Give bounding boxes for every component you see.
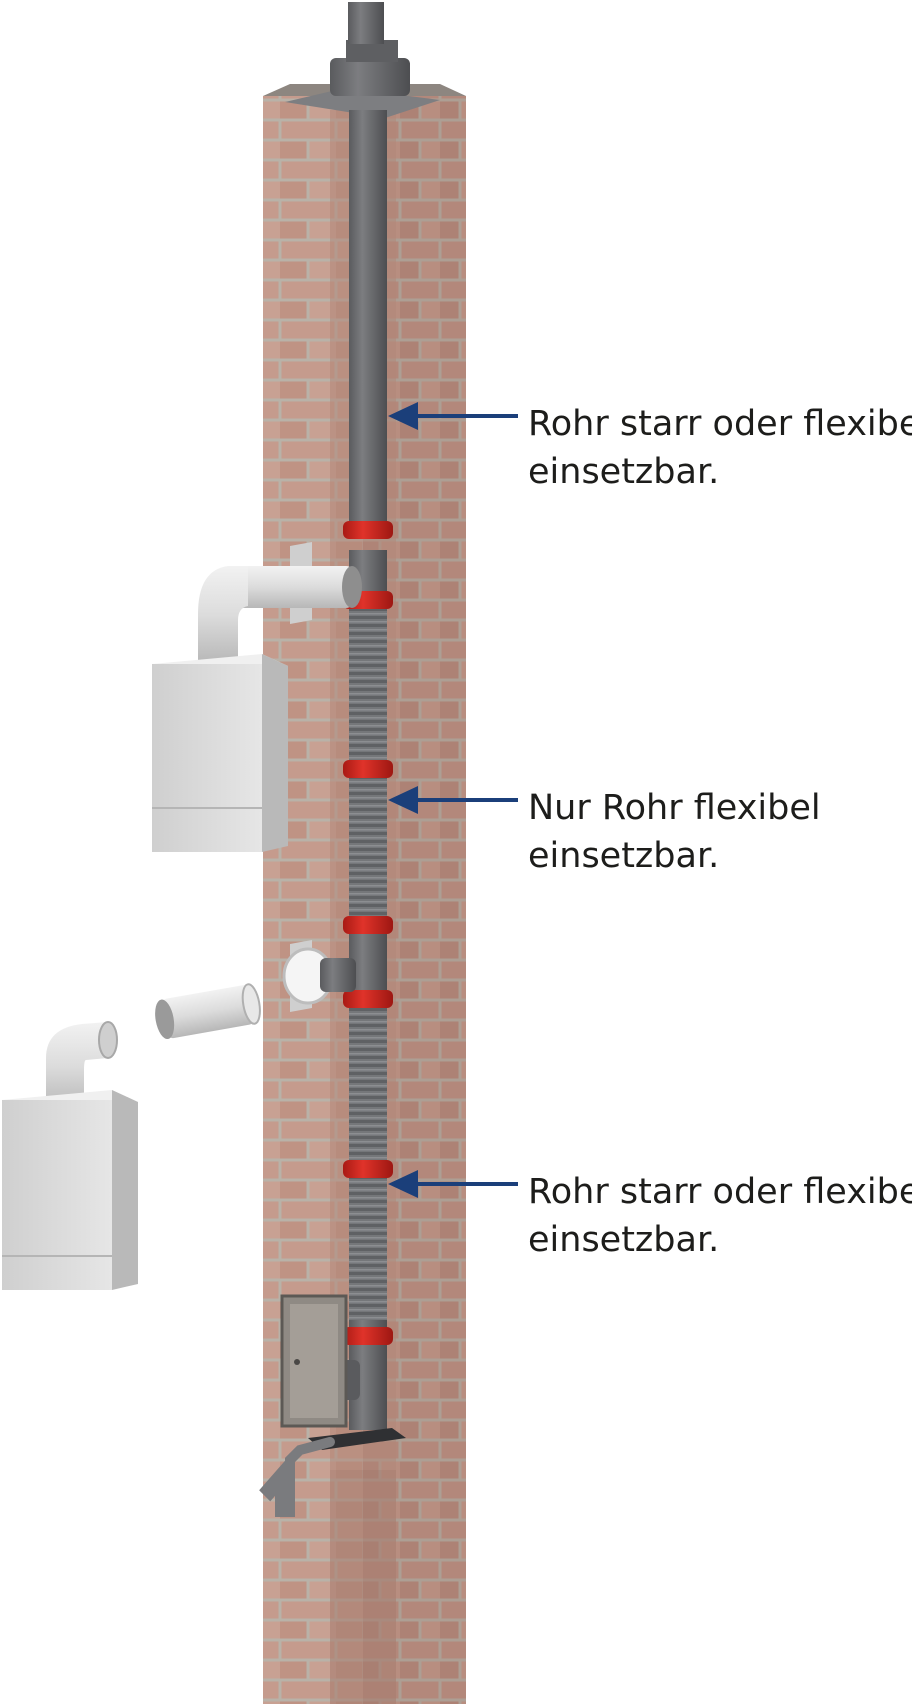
callout-label-1-line2: einsetzbar.: [528, 452, 720, 492]
callout-label-2-line1: Nur Rohr flexibel: [528, 788, 821, 828]
lower-boiler-front: [2, 1100, 112, 1290]
flexible-pipe-lower: [349, 990, 387, 1320]
callout-label-3-line2: einsetzbar.: [528, 1220, 720, 1260]
callout-label-1-line1: Rohr starr oder flexibel: [528, 404, 912, 444]
lower-boiler: [2, 940, 356, 1290]
chimney-bottom-cutaway: [330, 1470, 396, 1704]
seal-ring: [343, 1327, 393, 1345]
seal-ring: [343, 760, 393, 778]
connector-opening: [342, 566, 362, 608]
condensate-drain: [259, 1437, 335, 1517]
wall-sleeve-stub: [320, 958, 356, 992]
cowl-collar: [330, 58, 410, 96]
callout-label-1: Rohr starr oder flexibel einsetzbar.: [528, 400, 912, 496]
callout-arrow-2: [388, 786, 518, 814]
cowl-exit-pipe: [348, 2, 384, 44]
callout-arrow-1: [388, 402, 518, 430]
rigid-pipe-upper: [349, 110, 387, 530]
boiler-side: [262, 654, 288, 852]
seal-ring: [343, 521, 393, 539]
callout-label-2: Nur Rohr flexibel einsetzbar.: [528, 784, 912, 880]
boiler-front: [152, 664, 262, 852]
chimney-base: [259, 1294, 406, 1517]
chimney-cowl: [285, 2, 440, 118]
door-latch: [294, 1359, 300, 1365]
upper-boiler: [152, 542, 362, 852]
horizontal-flue-connector: [228, 566, 354, 608]
seal-ring: [343, 990, 393, 1008]
callout-label-3-line1: Rohr starr oder flexibel: [528, 1172, 912, 1212]
seal-ring: [343, 916, 393, 934]
lower-boiler-elbow: [46, 1022, 108, 1110]
cowl-top-ring: [346, 40, 398, 62]
detached-connector: [155, 983, 261, 1040]
seal-ring: [343, 1160, 393, 1178]
callout-arrow-3: [388, 1170, 518, 1198]
callout-label-2-line2: einsetzbar.: [528, 836, 720, 876]
boiler-elbow: [198, 566, 248, 664]
elbow-opening: [98, 1021, 118, 1059]
seal-rings: [343, 521, 393, 1345]
callout-label-3: Rohr starr oder flexibel einsetzbar.: [528, 1168, 912, 1264]
lower-boiler-side: [112, 1090, 138, 1290]
callout-arrows: [388, 402, 518, 1198]
